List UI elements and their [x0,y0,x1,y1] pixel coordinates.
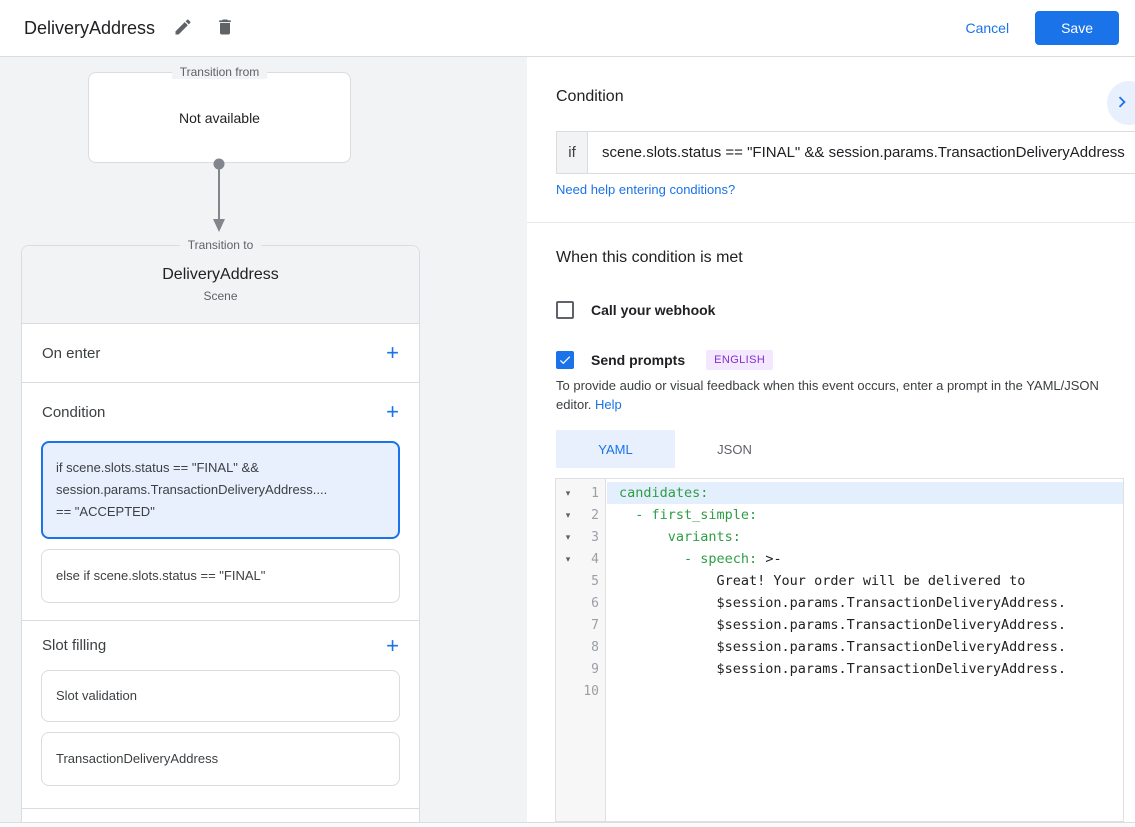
page-title: DeliveryAddress [24,17,156,38]
code-line[interactable]: ▾ 2 - first_simple: [556,504,1123,526]
condition-expression-input[interactable] [588,132,1135,173]
cancel-button[interactable]: Cancel [965,20,1010,36]
line-number: 2 [591,507,599,523]
code-text: - speech: >- [684,551,782,567]
slot-card[interactable]: TransactionDeliveryAddress [41,732,400,786]
save-button[interactable]: Save [1035,11,1119,45]
send-prompts-checkbox[interactable] [556,351,574,369]
code-line[interactable]: 5 Great! Your order will be delivered to [556,570,1123,592]
fold-arrow-icon[interactable]: ▾ [565,553,571,564]
condition-section-label: Condition [42,403,106,421]
code-line[interactable]: ▾ 4 - speech: >- [556,548,1123,570]
line-number: 7 [591,617,599,633]
condition-card-else[interactable]: else if scene.slots.status == "FINAL" [41,549,400,603]
edit-title-button[interactable] [169,14,197,42]
flow-diagram-panel: Transition from Not available Transition… [0,57,527,827]
scene-name: DeliveryAddress [162,266,279,283]
code-text: $session.params.TransactionDeliveryAddre… [619,617,1067,633]
condition-editor-panel: Condition if Need help entering conditio… [527,57,1135,827]
line-number: 1 [591,485,599,501]
language-badge: ENGLISH [706,350,774,370]
line-number: 9 [591,661,599,677]
code-text: $session.params.TransactionDeliveryAddre… [619,639,1067,655]
slot-validation-card[interactable]: Slot validation [41,670,400,722]
scene-subtitle: Scene [203,289,238,303]
line-number: 8 [591,639,599,655]
line-number: 4 [591,551,599,567]
when-met-heading: When this condition is met [556,249,743,266]
condition-expression-row: if [556,131,1135,174]
code-text: variants: [667,529,741,545]
condition-section: Condition + if scene.slots.status == "FI… [22,383,419,621]
webhook-checkbox-row[interactable]: Call your webhook [556,301,715,319]
code-line[interactable]: ▾ 1 candidates: [556,482,1123,504]
tab-yaml[interactable]: YAML [556,430,675,468]
code-line[interactable]: 6 $session.params.TransactionDeliveryAdd… [556,592,1123,614]
check-icon [559,356,571,365]
webhook-label: Call your webhook [591,302,716,318]
slot-filling-section: Slot filling + Slot validation Transacti… [22,621,419,809]
collapse-panel-button[interactable] [1107,81,1135,125]
trash-icon [215,17,235,40]
code-text: Great! Your order will be delivered to [619,573,1026,589]
send-prompts-checkbox-row[interactable]: Send prompts ENGLISH [556,350,774,370]
yaml-code-editor[interactable]: ▾ 1 candidates: ▾ 2 - first_simple: ▾ 3 varian… [555,478,1124,822]
code-text: $session.params.TransactionDeliveryAddre… [619,661,1067,677]
webhook-checkbox[interactable] [556,301,574,319]
code-text: $session.params.TransactionDeliveryAddre… [619,595,1067,611]
code-line[interactable]: ▾ 3 variants: [556,526,1123,548]
flow-arrow-icon [213,158,225,232]
pencil-icon [173,17,193,40]
fold-arrow-icon[interactable]: ▾ [565,509,571,520]
divider [527,222,1135,223]
scene-header: DeliveryAddress Scene [22,246,419,324]
transition-to-label: Transition to [179,238,262,252]
editor-tabs: YAML JSON [556,430,794,468]
on-enter-row: On enter + [22,324,419,383]
tab-json[interactable]: JSON [717,441,752,457]
prompt-description: To provide audio or visual feedback when… [556,378,1099,412]
fold-arrow-icon[interactable]: ▾ [565,487,571,498]
code-line[interactable]: 8 $session.params.TransactionDeliveryAdd… [556,636,1123,658]
condition-heading: Condition [556,88,624,105]
condition-help-link[interactable]: Need help entering conditions? [556,182,736,197]
slot-filling-label: Slot filling [42,637,107,654]
condition-card-selected[interactable]: if scene.slots.status == "FINAL" && sess… [41,441,400,539]
line-number: 6 [591,595,599,611]
code-text: candidates: [607,482,1123,504]
code-line[interactable]: 9 $session.params.TransactionDeliveryAdd… [556,658,1123,680]
send-prompts-label: Send prompts [591,352,686,368]
chevron-right-icon [1111,91,1133,116]
code-text [607,680,1123,702]
fold-arrow-icon[interactable]: ▾ [565,531,571,542]
scene-card: Transition to DeliveryAddress Scene On e… [21,238,420,827]
code-lines: ▾ 1 candidates: ▾ 2 - first_simple: ▾ 3 varian… [556,482,1123,702]
delete-scene-button[interactable] [211,14,239,42]
add-slot-button[interactable]: + [386,632,399,658]
transition-from-value: Not available [179,109,260,126]
prompt-help-link[interactable]: Help [595,397,622,412]
code-line[interactable]: 10 [556,680,1123,702]
top-bar: DeliveryAddress Cancel Save [0,0,1135,57]
line-number: 3 [591,529,599,545]
line-number: 10 [583,683,599,699]
add-condition-button[interactable]: + [386,399,399,424]
line-number: 5 [591,573,599,589]
bottom-border [0,822,1135,827]
if-label: if [557,132,588,173]
transition-from-label: Transition from [171,65,268,79]
editor-gutter [556,479,606,821]
code-line[interactable]: 7 $session.params.TransactionDeliveryAdd… [556,614,1123,636]
transition-from-box: Transition from Not available [88,65,351,163]
add-on-enter-button[interactable]: + [386,340,399,365]
on-enter-label: On enter [42,344,101,362]
code-text: - first_simple: [635,507,758,523]
